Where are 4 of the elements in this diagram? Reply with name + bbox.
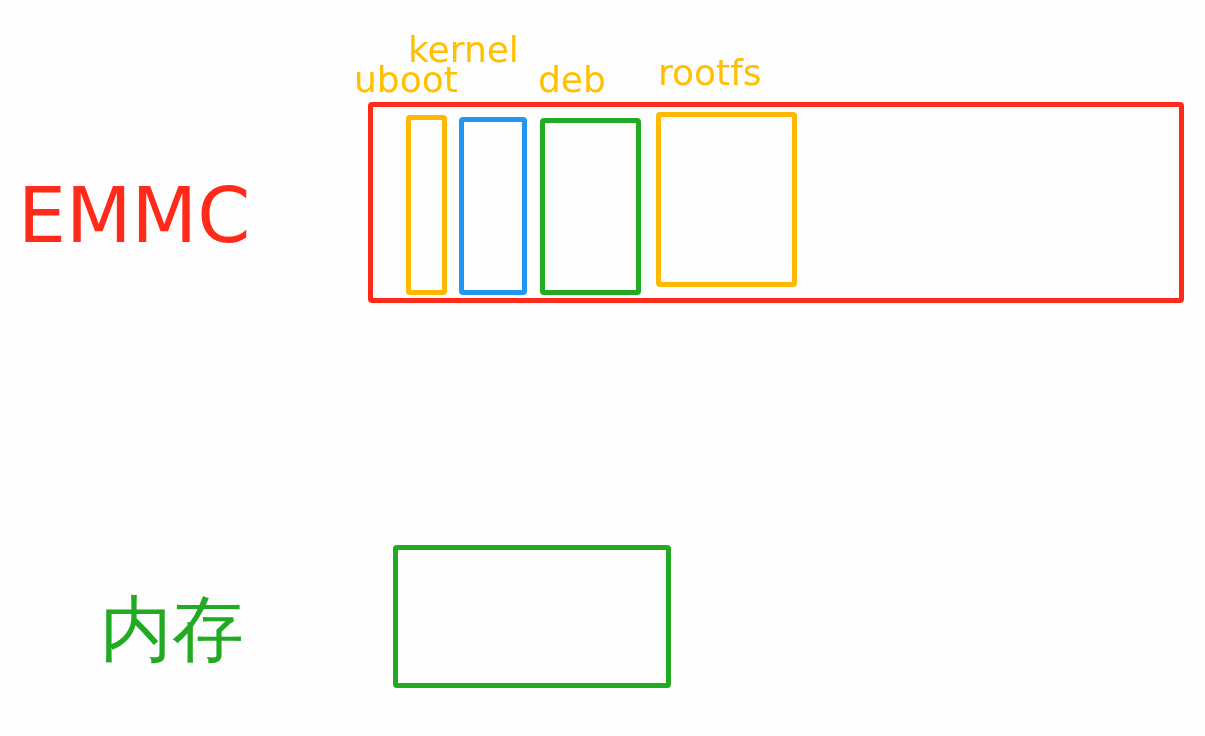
box-label: 内存 bbox=[100, 593, 244, 665]
partition-label: rootfs bbox=[658, 55, 762, 91]
box-label: EMMC bbox=[18, 178, 251, 254]
partition-label: deb bbox=[538, 62, 606, 98]
